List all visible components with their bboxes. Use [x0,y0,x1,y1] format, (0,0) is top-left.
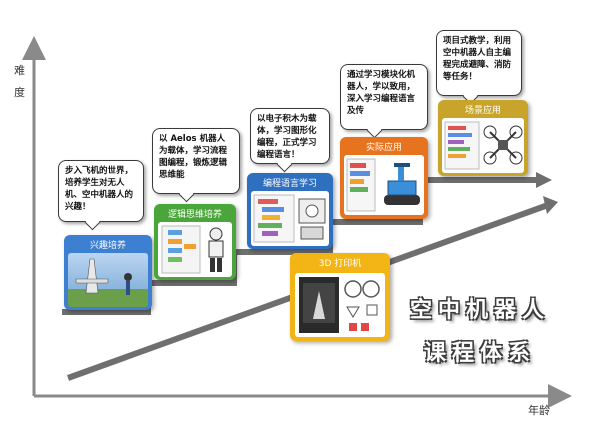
stage-1-label: 兴趣培养 [89,241,126,251]
3d-printer-icon [299,277,380,333]
x-axis-label: 年龄 [528,404,550,417]
staircase-arrowhead [536,172,552,188]
stage-1-bubble: 步入飞机的世界，培养学生对无人机、空中机器人的兴趣！ [58,160,144,222]
stage-3-photo [251,191,329,246]
stage-1-photo [68,253,148,307]
stage-4-label: 实际应用 [365,143,402,153]
stage-3-bubble: 以电子积木为载体，学习图形化编程，正式学习编程语言！ [250,108,330,164]
stage-3-card: 编程语言学习 [247,173,333,249]
title-line-2: 课程体系 [424,341,537,366]
title-line-1: 空中机器人 [410,298,551,323]
stage-2-bubble: 以 Aelos 机器人为载体，学习流程图编程，锻炼逻辑思维能 [152,128,240,194]
graphical-code-icon [253,194,326,243]
stage-4-bubble: 通过学习模块化机器人，学以致用，深入学习编程语言及传 [340,64,428,130]
stage-3-label: 编程语言学习 [262,179,317,189]
stage-2-photo [158,222,232,277]
stage-2-label: 逻辑思维培养 [167,210,222,220]
print-stage-photo [295,273,385,337]
print-stage-label: 3D 打印机 [318,259,362,269]
stage-5-photo [442,118,524,173]
drone-code-icon [444,121,523,170]
stage-4-card: 实际应用 [340,137,428,219]
print-stage-card: 3D 打印机 [290,253,390,341]
stage-5-bubble: 项目式教学，利用空中机器人自主编程完成避障、消防等任务！ [436,30,522,96]
stage-5-label: 场景应用 [464,106,501,116]
stage-1-card: 兴趣培养 [64,235,152,310]
modular-robot-icon [346,158,420,212]
stage-2-card: 逻辑思维培养 [154,204,236,280]
stage-4-photo [344,155,424,215]
stage-5-card: 场景应用 [438,100,528,176]
flowchart-robot-icon [161,225,224,274]
diagonal-arrowhead [543,196,558,214]
y-axis-label: 难度 [14,64,25,99]
plane-model-icon [68,258,148,307]
